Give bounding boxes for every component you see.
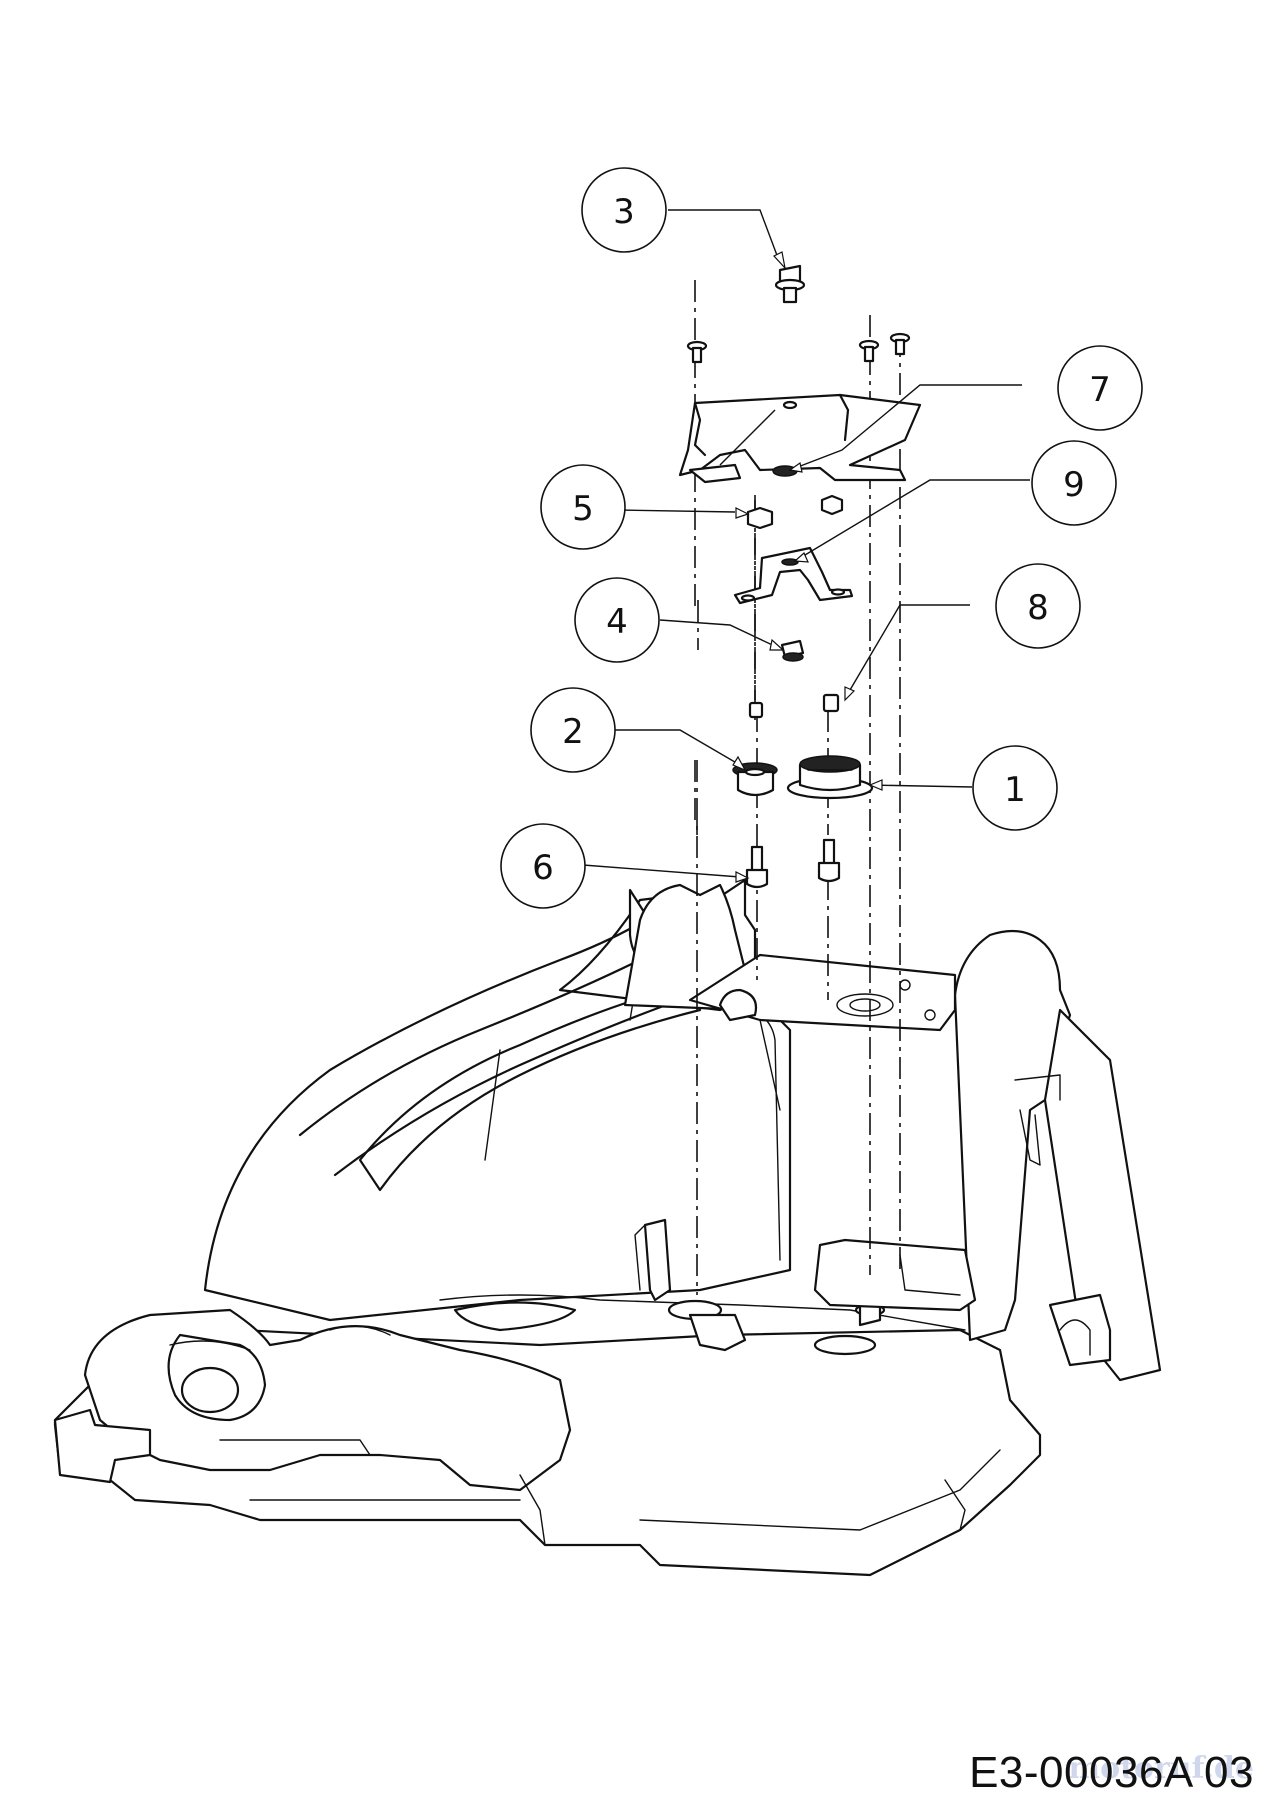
leader-lines bbox=[582, 209, 1030, 883]
part-8-spacers bbox=[748, 693, 840, 719]
part-6-shoulder-bolts bbox=[745, 838, 841, 889]
callout-4: 4 bbox=[574, 577, 660, 663]
callout-7-number: 7 bbox=[1089, 370, 1111, 410]
callout-9: 9 bbox=[1031, 440, 1117, 526]
callout-3: 3 bbox=[581, 167, 667, 253]
callout-5-number: 5 bbox=[572, 489, 594, 529]
mower-deck-housing bbox=[53, 878, 1162, 1577]
part-5-nuts bbox=[746, 494, 844, 530]
callout-7: 7 bbox=[1057, 345, 1143, 431]
callout-8: 8 bbox=[995, 563, 1081, 649]
part-9-small-bracket bbox=[733, 546, 854, 605]
part-1-pulley bbox=[786, 755, 874, 800]
callout-1-number: 1 bbox=[1004, 770, 1026, 810]
callout-6: 6 bbox=[500, 823, 586, 909]
part-3-flange-bolt bbox=[774, 264, 806, 304]
small-screws bbox=[686, 332, 911, 364]
diagram-code: E3-00036A 03 bbox=[969, 1748, 1254, 1797]
callout-9-number: 9 bbox=[1063, 465, 1085, 505]
callout-2: 2 bbox=[530, 687, 616, 773]
callout-1: 1 bbox=[972, 745, 1058, 831]
callout-2-number: 2 bbox=[562, 712, 584, 752]
callout-6-number: 6 bbox=[532, 848, 554, 888]
callout-8-number: 8 bbox=[1027, 588, 1049, 628]
callout-3-number: 3 bbox=[613, 192, 635, 232]
callout-4-number: 4 bbox=[606, 602, 628, 642]
callout-5: 5 bbox=[540, 464, 626, 550]
part-4-washer bbox=[780, 639, 805, 662]
part-2-small-roller bbox=[732, 762, 778, 797]
part-7-upper-bracket bbox=[678, 393, 922, 484]
